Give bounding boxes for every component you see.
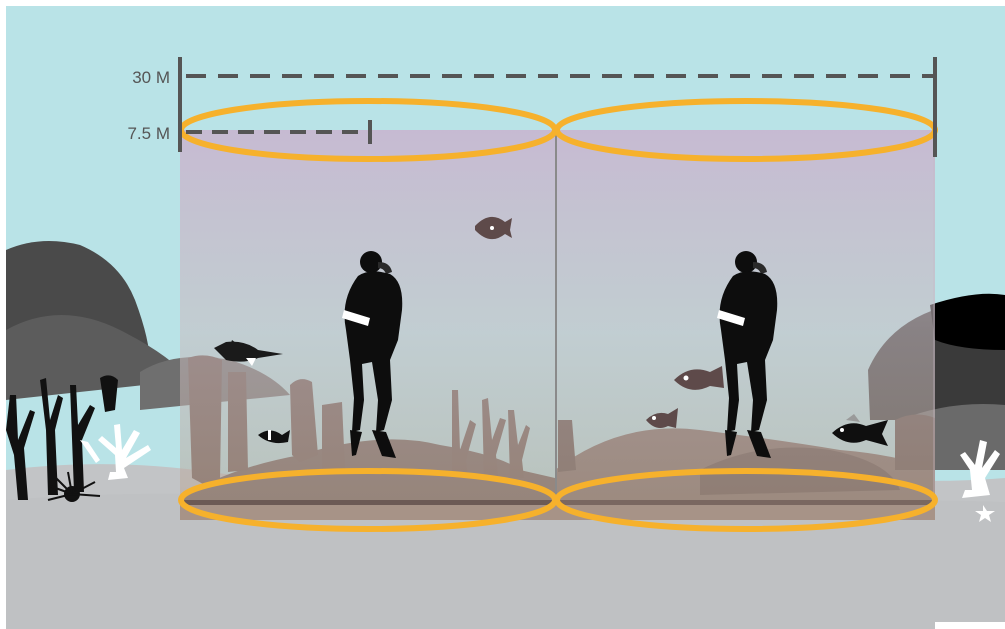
corner-patch (935, 622, 1005, 629)
label-7-5m: 7.5 M (127, 124, 170, 143)
label-30m: 30 M (132, 68, 170, 87)
